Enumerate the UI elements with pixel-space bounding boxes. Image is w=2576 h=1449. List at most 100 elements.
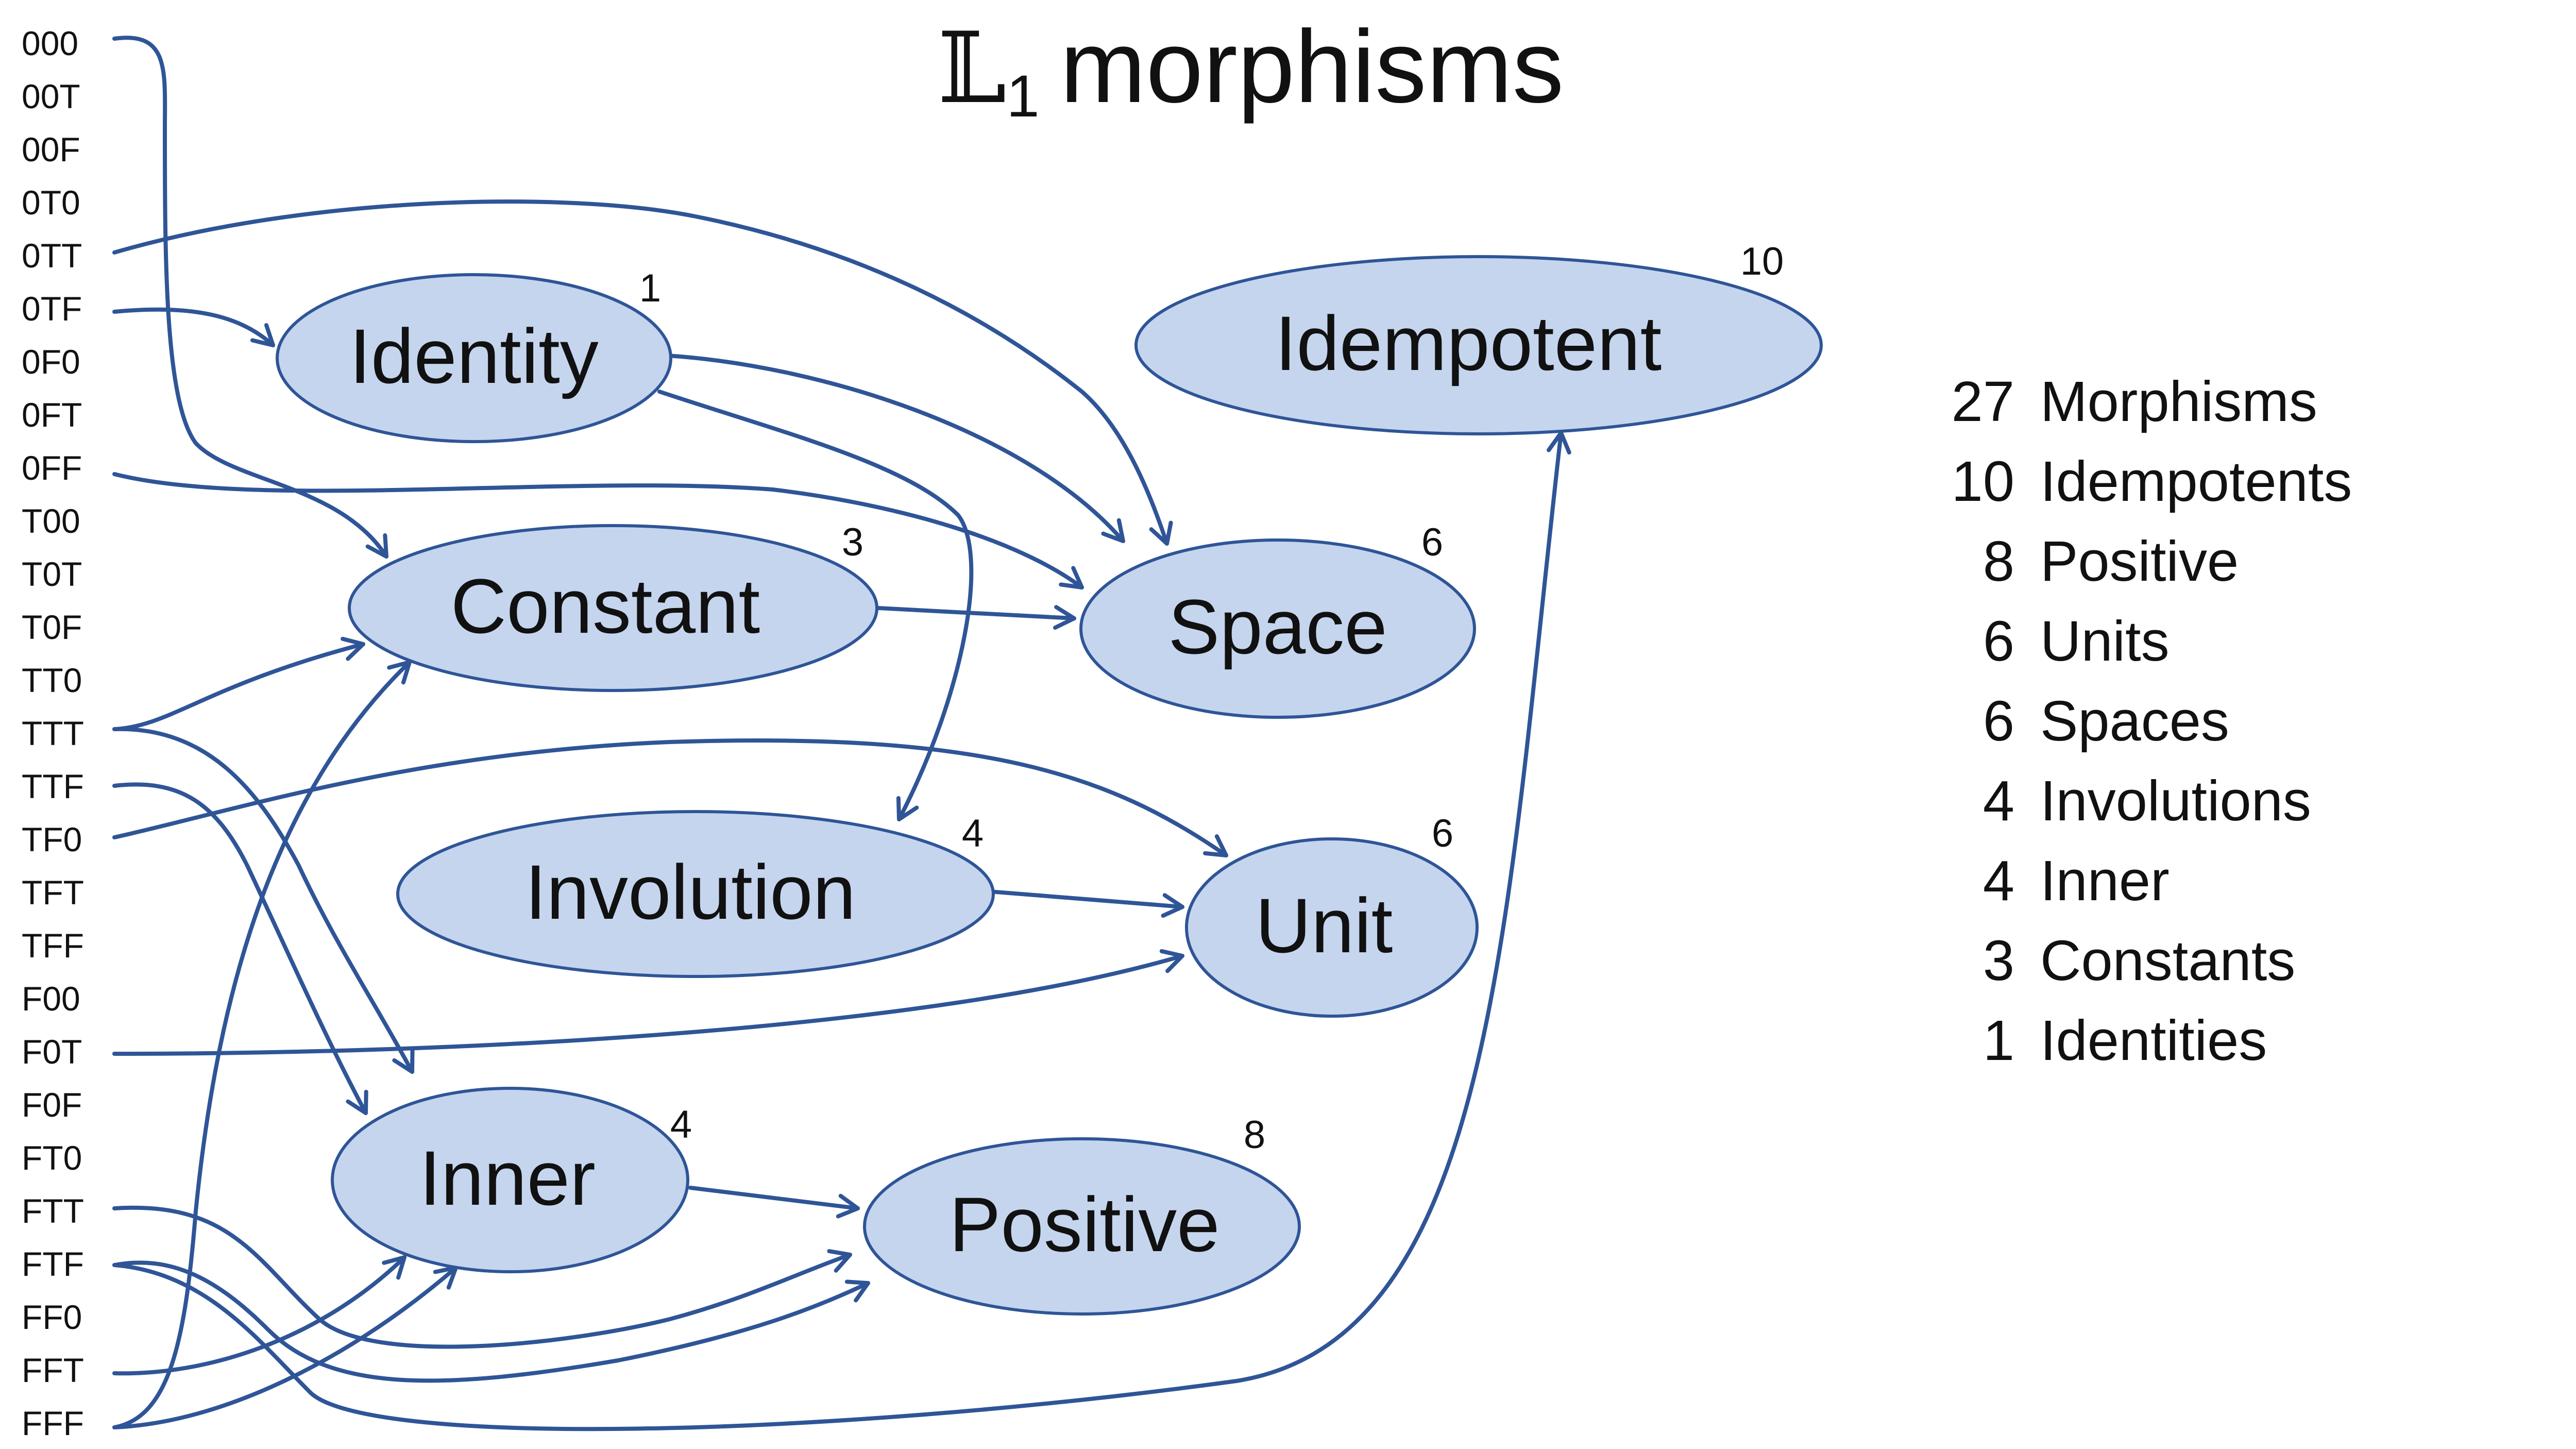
node-idempotent-label: Idempotent [1275, 300, 1662, 386]
summary-count: 8 [1982, 530, 2014, 593]
summary-label: Idempotents [2040, 450, 2352, 513]
summary-count: 4 [1982, 769, 2014, 833]
edge-TF0-to-unit [112, 738, 1228, 857]
node-idempotent[interactable]: Idempotent 10 [1134, 240, 1823, 435]
code-label-F0T: F0T [22, 1033, 82, 1071]
edge-FFT-to-inner [112, 1255, 406, 1376]
node-idempotent-ellipse [1134, 255, 1823, 435]
summary-item: 6 Spaces [1906, 681, 2229, 761]
code-label-FTT: FTT [22, 1192, 84, 1230]
code-label-TTF: TTF [22, 767, 84, 805]
code-label-TFT: TFT [22, 873, 84, 912]
node-identity-count: 1 [639, 266, 661, 310]
node-unit-label: Unit [1256, 882, 1393, 969]
summary-item: 27 Morphisms [1906, 362, 2317, 442]
node-positive-label: Positive [949, 1181, 1219, 1268]
summary-label: Morphisms [2040, 370, 2317, 433]
summary-count: 6 [1982, 610, 2014, 673]
edge-FTF-to-idempotent [112, 431, 1571, 1431]
code-label-00F: 00F [22, 130, 80, 169]
title-prefix: 𝕃 [938, 11, 1007, 125]
summary-label: Spaces [2040, 689, 2229, 753]
node-involution-ellipse [396, 810, 995, 978]
code-label-FT0: FT0 [22, 1139, 82, 1177]
summary-label: Identities [2040, 1009, 2267, 1072]
edge-identity-to-space [665, 353, 1125, 543]
node-identity-ellipse [276, 273, 672, 443]
code-label-T0T: T0T [22, 555, 82, 593]
code-label-FF0: FF0 [22, 1298, 82, 1336]
node-inner-label: Inner [419, 1135, 596, 1221]
node-positive-count: 8 [1244, 1113, 1265, 1157]
code-label-TF0: TF0 [22, 820, 82, 858]
code-label-FFT: FFT [22, 1351, 84, 1389]
code-label-0FT: 0FT [22, 396, 82, 434]
node-inner-count: 4 [670, 1103, 692, 1147]
code-label-0TF: 0TF [22, 290, 82, 328]
node-involution-label: Involution [525, 849, 856, 935]
code-label-FFF: FFF [22, 1404, 84, 1442]
code-label-TT0: TT0 [22, 661, 82, 699]
summary-item: 3 Constants [1906, 921, 2295, 1001]
node-constant-count: 3 [842, 520, 863, 564]
edge-FTF-to-positive [112, 1260, 870, 1383]
summary-label: Involutions [2040, 769, 2311, 833]
node-unit-count: 6 [1432, 812, 1453, 855]
edge-0TF-to-identity [112, 307, 275, 347]
node-idempotent-count: 10 [1740, 240, 1784, 283]
code-label-TFF: TFF [22, 926, 84, 965]
summary-label: Units [2040, 610, 2170, 673]
code-label-0FF: 0FF [22, 449, 82, 487]
code-label-FTF: FTF [22, 1245, 84, 1283]
summary-count: 10 [1951, 450, 2014, 513]
summary-count: 6 [1982, 689, 2014, 753]
code-label-0T0: 0T0 [22, 183, 80, 222]
node-space-ellipse [1079, 538, 1476, 719]
edge-F0T-to-unit [112, 949, 1184, 1056]
title-text: morphisms [1060, 9, 1564, 124]
edge-inner-to-positive [688, 1186, 860, 1219]
edge-000-to-constant [112, 36, 388, 559]
node-unit[interactable]: Unit 6 [1185, 812, 1479, 1018]
node-involution[interactable]: Involution 4 [396, 810, 995, 978]
code-label-T0F: T0F [22, 608, 82, 646]
summary-count: 27 [1951, 370, 2014, 433]
edge-TTT-to-constant [112, 636, 365, 731]
summary-count: 3 [1982, 929, 2014, 992]
edge-FFF-to-inner [112, 1266, 458, 1429]
node-space-label: Space [1168, 583, 1387, 670]
summary-item: 1 Identities [1906, 1001, 2267, 1081]
summary-label: Constants [2040, 929, 2296, 992]
node-involution-count: 4 [962, 812, 984, 855]
summary-item: 8 Positive [1906, 521, 2239, 601]
node-space[interactable]: Space 6 [1079, 520, 1476, 719]
node-positive[interactable]: Positive 8 [863, 1113, 1301, 1316]
edge-identity-to-involution [657, 390, 974, 821]
node-identity[interactable]: Identity 1 [276, 266, 672, 443]
code-label-00T: 00T [22, 77, 80, 115]
code-label-TTT: TTT [22, 714, 84, 752]
edges [112, 36, 1571, 1431]
node-unit-ellipse [1185, 837, 1479, 1018]
code-label-0TT: 0TT [22, 237, 82, 275]
summary-count: 1 [1982, 1009, 2014, 1072]
title-subscript: 1 [1006, 63, 1040, 129]
node-inner[interactable]: Inner 4 [331, 1087, 692, 1273]
edge-TTT-to-inner [112, 727, 415, 1074]
code-label-F0F: F0F [22, 1086, 82, 1124]
edge-TTF-to-inner [112, 782, 368, 1115]
summary-item: 10 Idempotents [1906, 442, 2352, 521]
node-inner-ellipse [331, 1087, 689, 1273]
node-constant[interactable]: Constant 3 [348, 520, 878, 692]
node-constant-ellipse [348, 524, 878, 692]
summary-label: Inner [2040, 849, 2170, 913]
code-label-F00: F00 [22, 980, 80, 1018]
node-constant-label: Constant [451, 563, 760, 649]
summary-label: Positive [2040, 530, 2239, 593]
node-identity-label: Identity [349, 313, 599, 399]
node-positive-ellipse [863, 1137, 1301, 1316]
summary-item: 6 Units [1906, 601, 2170, 681]
